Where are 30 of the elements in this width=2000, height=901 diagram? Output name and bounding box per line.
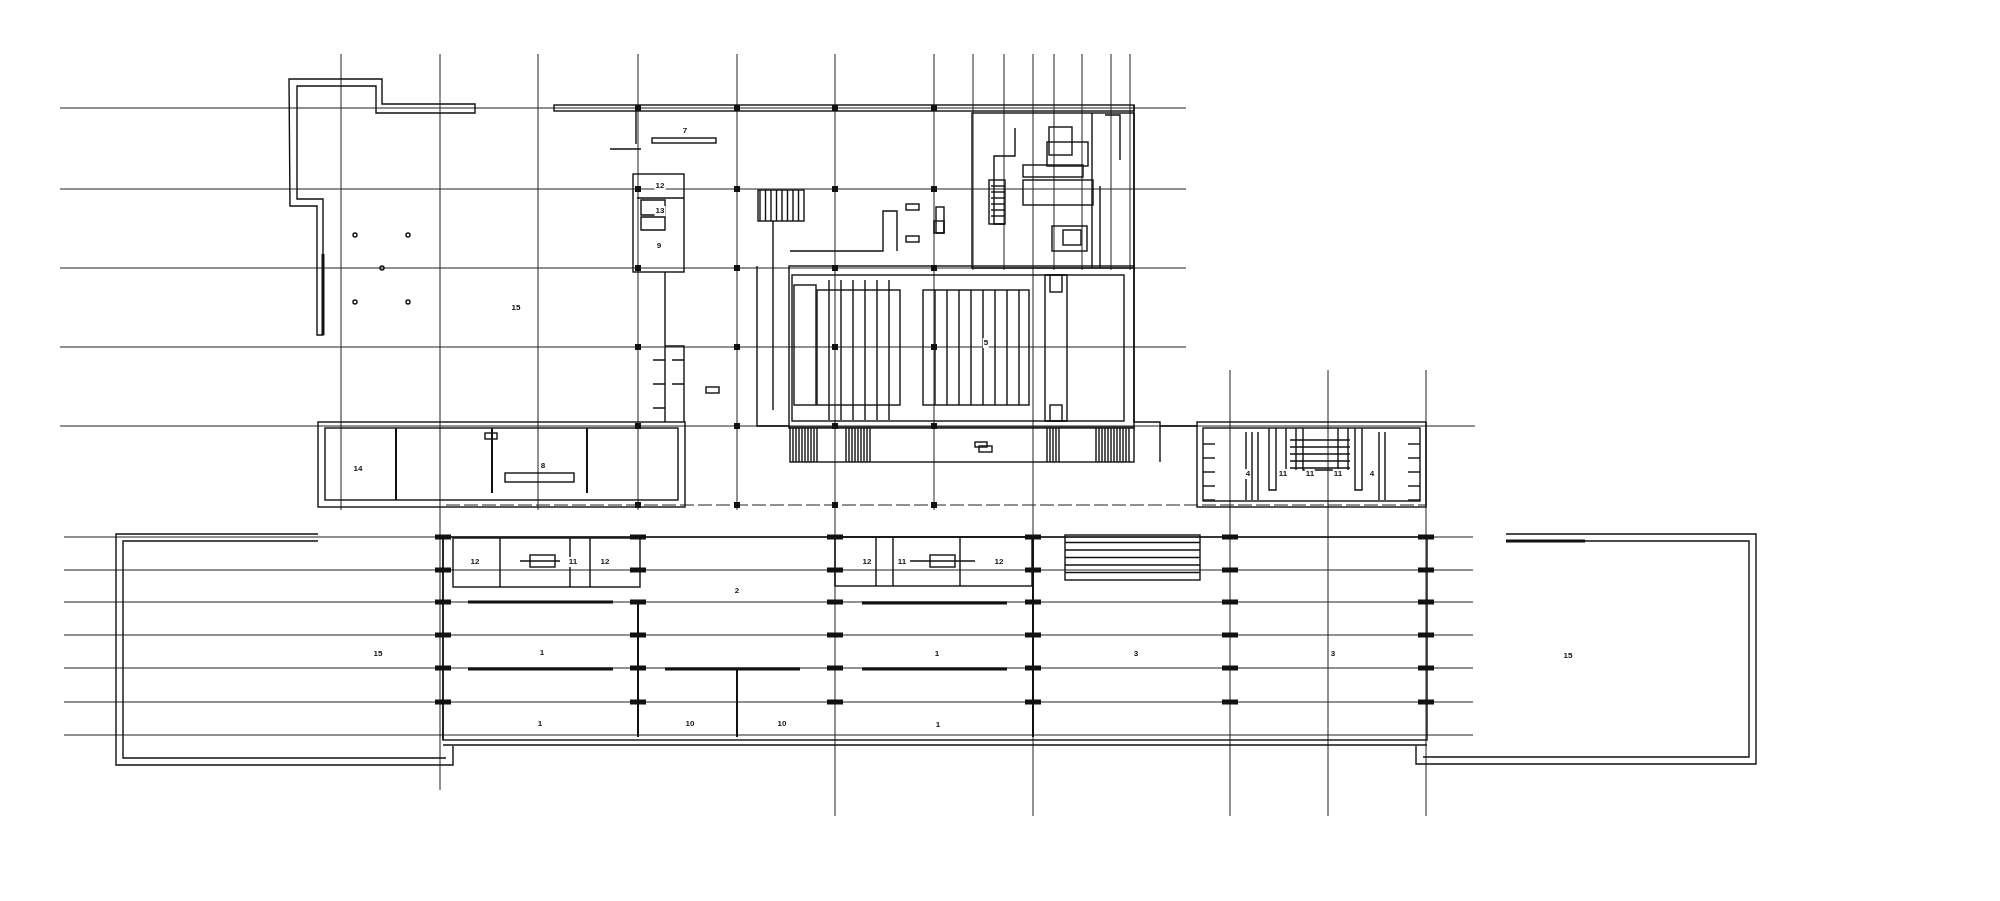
room-number: 4 bbox=[1368, 469, 1376, 479]
room-number: 1 bbox=[538, 648, 546, 658]
room-number: 1 bbox=[934, 720, 942, 730]
room-number: 8 bbox=[539, 461, 547, 471]
room-number: 11 bbox=[896, 557, 908, 567]
room-number: 12 bbox=[654, 181, 666, 191]
room-number: 3 bbox=[1329, 649, 1337, 659]
room-number: 4 bbox=[1244, 469, 1252, 479]
room-number: 1 bbox=[536, 719, 544, 729]
room-number: 3 bbox=[1132, 649, 1140, 659]
room-number: 12 bbox=[599, 557, 611, 567]
room-number: 12 bbox=[861, 557, 873, 567]
room-number: 11 bbox=[567, 557, 579, 567]
room-number: 11 bbox=[1277, 469, 1289, 479]
room-number: 9 bbox=[655, 241, 663, 251]
room-number: 2 bbox=[733, 586, 741, 596]
room-number: 14 bbox=[352, 464, 364, 474]
room-number: 7 bbox=[681, 126, 689, 136]
room-number: 12 bbox=[993, 557, 1005, 567]
room-number: 12 bbox=[469, 557, 481, 567]
room-number: 15 bbox=[372, 649, 384, 659]
room-number: 1 bbox=[933, 649, 941, 659]
room-number: 13 bbox=[654, 206, 666, 216]
room-number: 10 bbox=[684, 719, 696, 729]
room-number: 15 bbox=[510, 303, 522, 313]
room-number: 10 bbox=[776, 719, 788, 729]
room-number: 5 bbox=[982, 338, 990, 348]
room-number: 11 bbox=[1332, 469, 1344, 479]
room-number: 15 bbox=[1562, 651, 1574, 661]
room-number: 11 bbox=[1304, 469, 1316, 479]
